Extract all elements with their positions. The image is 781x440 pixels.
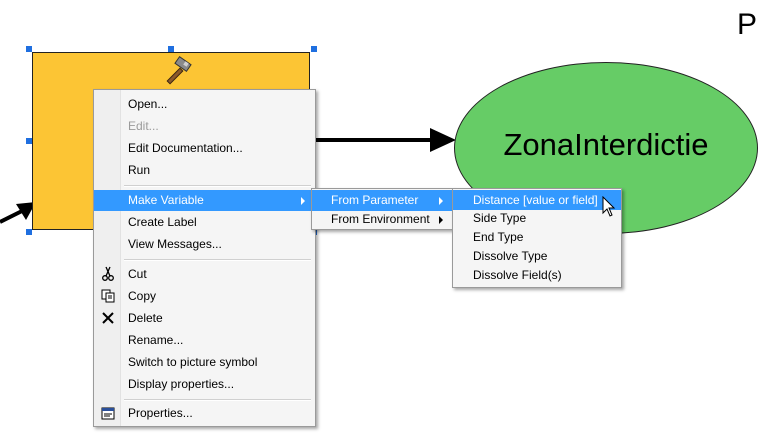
- menu-item-dissolve-type[interactable]: Dissolve Type: [453, 247, 621, 266]
- menu-item-view-messages[interactable]: View Messages...: [94, 234, 315, 255]
- menu-item-label: Properties...: [128, 406, 193, 420]
- menu-item-label: Edit...: [128, 119, 159, 133]
- menu-item-label: Copy: [128, 289, 157, 303]
- menu-item-label: End Type: [473, 230, 524, 244]
- mouse-cursor-icon: [602, 196, 616, 217]
- menu-item-label: Switch to picture symbol: [128, 355, 258, 369]
- menu-item-from-environment[interactable]: From Environment: [312, 209, 453, 230]
- selection-handle-tm[interactable]: [168, 46, 174, 52]
- menu-item-edit: Edit...: [94, 116, 315, 137]
- menu-item-display-properties[interactable]: Display properties...: [94, 374, 315, 395]
- menu-item-copy[interactable]: Copy: [94, 286, 315, 307]
- menu-item-label: Dissolve Type: [473, 249, 548, 263]
- menu-item-edit-documentation[interactable]: Edit Documentation...: [94, 138, 315, 159]
- menu-item-end-type[interactable]: End Type: [453, 228, 621, 247]
- selection-handle-bl[interactable]: [26, 229, 32, 235]
- menu-item-label: Delete: [128, 311, 163, 325]
- scissors-icon: [102, 266, 114, 281]
- menu-item-dissolve-fields[interactable]: Dissolve Field(s): [453, 266, 621, 285]
- menu-item-label: View Messages...: [128, 237, 222, 251]
- menu-item-label: Cut: [128, 267, 147, 281]
- menu-item-distance[interactable]: Distance [value or field]: [453, 190, 621, 210]
- selection-handle-tr[interactable]: [311, 46, 317, 52]
- submenu-arrow-icon: [301, 197, 305, 205]
- selection-handle-ml[interactable]: [26, 138, 32, 144]
- selection-handle-tl[interactable]: [26, 46, 32, 52]
- menu-item-make-variable[interactable]: Make Variable: [94, 190, 315, 211]
- menu-item-cut[interactable]: Cut: [94, 264, 315, 285]
- delete-x-icon: [102, 312, 114, 324]
- menu-item-side-type[interactable]: Side Type: [453, 209, 621, 228]
- submenu-arrow-icon: [439, 216, 443, 224]
- menu-item-label: Create Label: [128, 215, 197, 229]
- menu-item-label: Open...: [128, 97, 168, 111]
- menu-item-label: Edit Documentation...: [128, 141, 243, 155]
- menu-item-create-label[interactable]: Create Label: [94, 212, 315, 233]
- from-parameter-submenu: Distance [value or field] Side Type End …: [452, 188, 622, 288]
- menu-item-switch-picture-symbol[interactable]: Switch to picture symbol: [94, 352, 315, 373]
- menu-item-properties[interactable]: Properties...: [94, 403, 315, 424]
- menu-item-label: Make Variable: [128, 193, 204, 207]
- input-arrowhead: [16, 202, 36, 220]
- menu-item-label: Display properties...: [128, 377, 235, 391]
- input-arrow-line: [0, 208, 25, 224]
- context-menu: Open... Edit... Edit Documentation... Ru…: [93, 89, 316, 427]
- menu-item-label: Rename...: [128, 333, 184, 347]
- partial-element-label: P: [737, 8, 758, 41]
- copy-icon: [101, 289, 115, 303]
- properties-icon: [101, 407, 115, 420]
- hammer-icon: [166, 56, 192, 85]
- output-arrowhead: [430, 128, 456, 152]
- menu-item-label: From Parameter: [331, 193, 419, 207]
- menu-item-label: Run: [128, 163, 151, 177]
- output-variable-label: ZonaInterdictie: [503, 127, 709, 162]
- menu-item-label: Dissolve Field(s): [473, 268, 562, 282]
- make-variable-submenu: From Parameter From Environment: [311, 188, 454, 230]
- submenu-arrow-icon: [439, 197, 443, 205]
- menu-separator: [124, 185, 311, 187]
- menu-item-rename[interactable]: Rename...: [94, 330, 315, 351]
- menu-separator: [124, 399, 311, 401]
- menu-item-open[interactable]: Open...: [94, 94, 315, 115]
- menu-item-label: Distance [value or field]: [473, 193, 598, 207]
- menu-item-run[interactable]: Run: [94, 160, 315, 181]
- menu-item-from-parameter[interactable]: From Parameter: [312, 190, 453, 211]
- menu-item-delete[interactable]: Delete: [94, 308, 315, 329]
- menu-separator: [124, 259, 311, 261]
- menu-item-label: Side Type: [473, 211, 527, 225]
- menu-item-label: From Environment: [331, 212, 430, 226]
